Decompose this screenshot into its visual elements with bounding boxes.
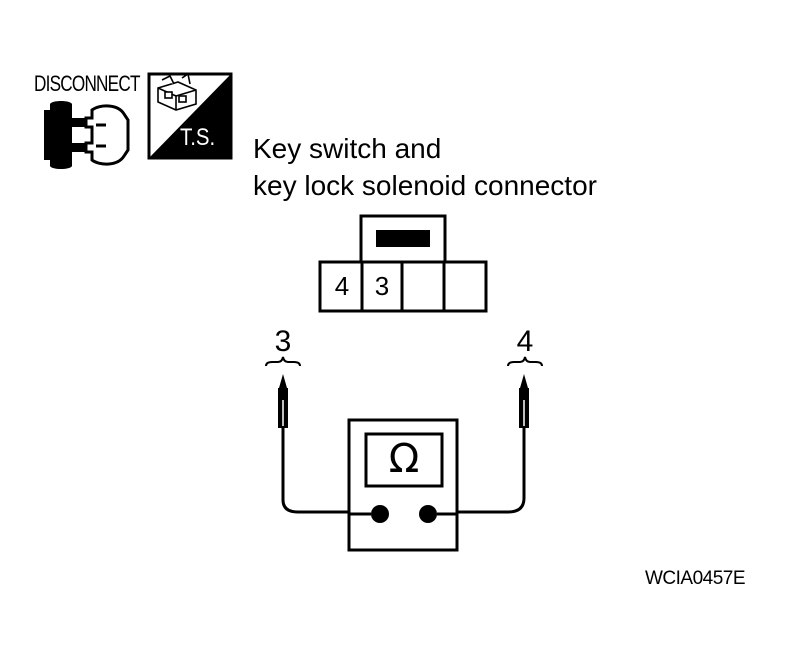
connector-lock-tab bbox=[376, 230, 430, 247]
reference-code: WCIA0457E bbox=[645, 568, 746, 589]
connector-caption-line2: key lock solenoid connector bbox=[253, 170, 597, 201]
connector-pin-2: 3 bbox=[374, 271, 390, 301]
connector-caption-line1: Key switch and bbox=[253, 133, 442, 164]
meter-terminal-right bbox=[419, 505, 437, 523]
disconnect-label: DISCONNECT bbox=[34, 71, 140, 96]
right-probe-label: 4 bbox=[516, 325, 534, 358]
ts-badge-icon bbox=[147, 72, 233, 160]
ohmmeter-icon bbox=[347, 418, 459, 552]
ts-label: T.S. bbox=[180, 124, 216, 151]
connector-pin-1: 4 bbox=[334, 271, 350, 301]
ohm-symbol: Ω bbox=[388, 436, 420, 482]
left-probe bbox=[278, 374, 348, 514]
connector-face bbox=[318, 214, 488, 313]
meter-terminal-left bbox=[371, 505, 389, 523]
left-probe-label: 3 bbox=[274, 325, 292, 358]
disconnect-plug-icon bbox=[44, 101, 130, 169]
right-probe bbox=[458, 374, 529, 514]
probe-label-braces bbox=[265, 356, 543, 367]
